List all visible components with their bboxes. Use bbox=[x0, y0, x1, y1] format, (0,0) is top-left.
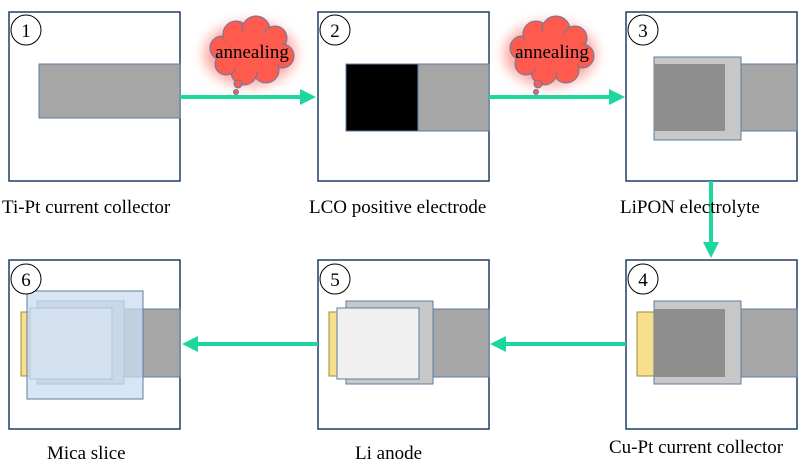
lco-under-lipon bbox=[654, 309, 725, 377]
panel-3: 3 bbox=[625, 11, 798, 182]
step-number: 2 bbox=[330, 21, 340, 42]
step-number-circle bbox=[10, 263, 42, 295]
panel-2: 2 bbox=[317, 11, 490, 182]
step-number-circle bbox=[627, 263, 659, 295]
panel-6: 6 bbox=[8, 259, 181, 430]
step-number: 5 bbox=[330, 270, 340, 291]
annealing-label: annealing bbox=[515, 42, 589, 63]
ti-pt-collector bbox=[417, 63, 490, 132]
annealing-cloud-1: annealing bbox=[204, 15, 296, 95]
step-label-4: Cu-Pt current collector bbox=[609, 437, 784, 458]
step-number: 1 bbox=[21, 21, 31, 42]
annealing-cloud-2: annealing bbox=[504, 15, 596, 95]
arrow-1-to-2 bbox=[180, 89, 316, 105]
arrow-2-to-3 bbox=[489, 89, 625, 105]
step-number: 3 bbox=[638, 21, 648, 42]
step-number-circle bbox=[627, 14, 659, 46]
ti-pt-collector bbox=[38, 63, 181, 119]
step-number: 6 bbox=[21, 270, 31, 291]
li-anode-layer bbox=[336, 307, 420, 380]
step-number: 4 bbox=[638, 270, 648, 291]
lco-layer bbox=[345, 63, 419, 132]
step-number-circle bbox=[319, 14, 351, 46]
arrow-4-to-5 bbox=[490, 336, 626, 352]
panel-1: 1 bbox=[8, 11, 181, 182]
step-label-5: Li anode bbox=[355, 443, 423, 464]
step-number-circle bbox=[10, 14, 42, 46]
step-label-1: Ti-Pt current collector bbox=[2, 197, 171, 218]
step-number-circle bbox=[319, 263, 351, 295]
mica-slice bbox=[26, 290, 144, 400]
lco-under-lipon bbox=[654, 64, 725, 131]
step-label-6: Mica slice bbox=[47, 443, 126, 464]
annealing-label: annealing bbox=[215, 42, 289, 63]
panel-4: 4 bbox=[625, 259, 798, 430]
panel-5: 5 bbox=[317, 259, 490, 430]
arrow-5-to-6 bbox=[182, 336, 318, 352]
step-label-2: LCO positive electrode bbox=[309, 197, 487, 218]
step-label-3: LiPON electrolyte bbox=[620, 197, 760, 218]
arrow-3-to-4 bbox=[703, 181, 719, 258]
